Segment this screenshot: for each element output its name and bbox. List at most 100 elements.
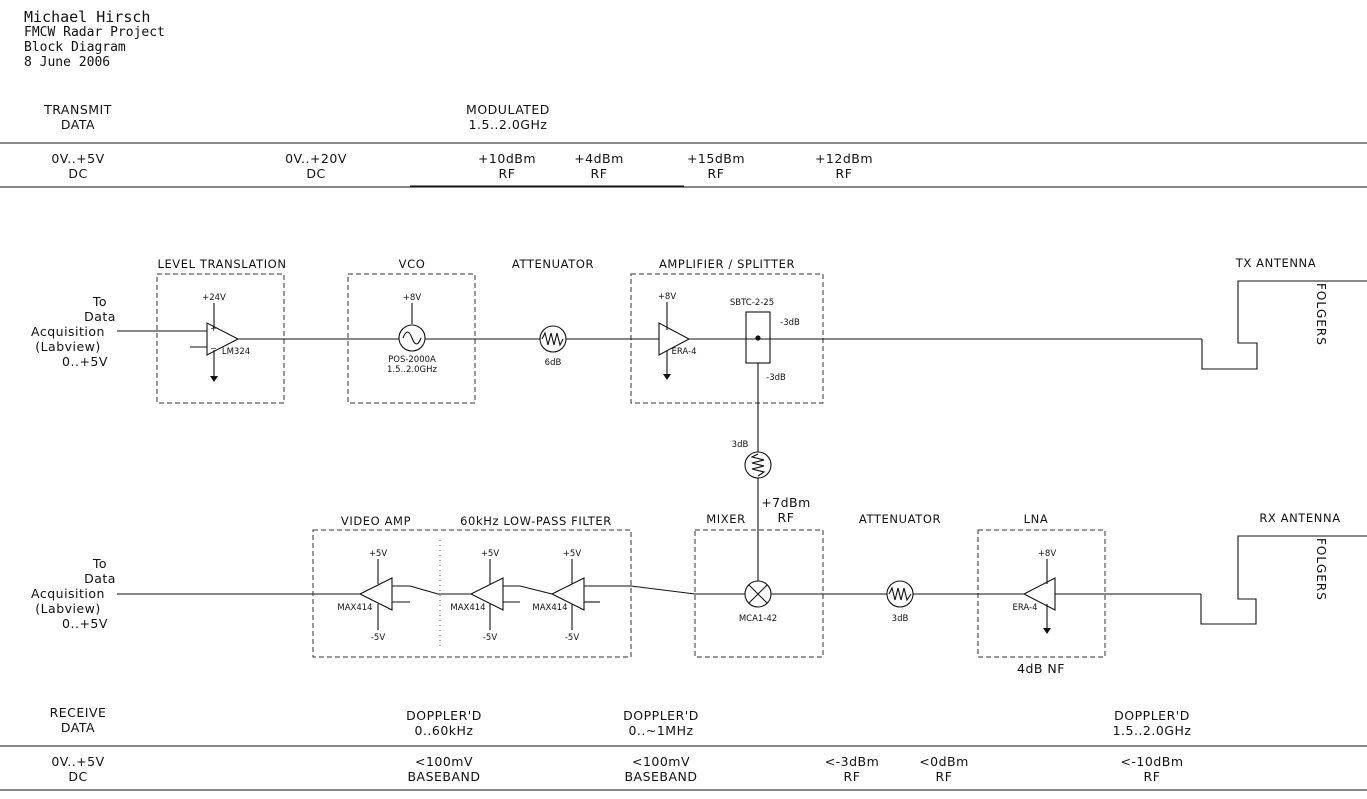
tx-resistor-zigzag-icon	[541, 331, 564, 347]
opamp2-pos-supply: +5V	[481, 549, 500, 559]
level-translation-block: LEVEL TRANSLATION +24V + − LM324	[156, 257, 286, 404]
project-name: FMCW Radar Project	[24, 25, 165, 40]
rx-chain: To Data Acquisition (Labview) 0..+5V VID…	[31, 511, 1367, 676]
top-spec-5-unit: RF	[708, 166, 725, 181]
bottom-spec-2: <100mV	[415, 754, 473, 769]
top-label-modulated: MODULATED	[466, 102, 550, 117]
bottom-spec-5: <0dBm	[919, 754, 969, 769]
level-part-label: LM324	[222, 347, 250, 357]
bottom-label-receive: RECEIVE	[50, 705, 107, 720]
rx-source-line-3: Acquisition	[31, 586, 105, 601]
document-type: Block Diagram	[24, 40, 126, 55]
top-spec-4-unit: RF	[591, 166, 608, 181]
lo-level-unit: RF	[778, 510, 795, 525]
lo-level-label: +7dBm	[761, 495, 811, 510]
opamp2-part-label: MAX414	[450, 603, 485, 613]
tx-source-line-4: (Labview)	[35, 339, 101, 354]
opamp2-neg-supply: -5V	[483, 633, 497, 643]
rx-attenuator-title: ATTENUATOR	[859, 512, 941, 526]
top-spec-6-unit: RF	[836, 166, 853, 181]
rx-source-line-5: 0..+5V	[62, 616, 108, 631]
lna-noise-figure: 4dB NF	[1017, 661, 1065, 676]
video-amp-title: VIDEO AMP	[341, 514, 411, 528]
rx-antenna: RX ANTENNA FOLGERS	[1200, 511, 1367, 625]
lna-supply-label: +8V	[1038, 549, 1057, 559]
opamp-minus-sign: −	[210, 344, 217, 353]
rx-antenna-can-label: FOLGERS	[1314, 538, 1328, 601]
opamp3-neg-supply: -5V	[565, 633, 579, 643]
lo-attenuator-value: 3dB	[732, 440, 749, 450]
opamp1-neg-supply: -5V	[371, 633, 385, 643]
mixer-block: MIXER MCA1-42	[694, 512, 824, 658]
rx-source-label: To Data Acquisition (Labview) 0..+5V	[31, 556, 115, 631]
mixer-title: MIXER	[706, 512, 745, 526]
amp-supply-label: +8V	[658, 292, 677, 302]
mixer-part-label: MCA1-42	[739, 614, 777, 624]
lna-part-label: ERA-4	[1012, 603, 1037, 613]
amp-ground-arrow-icon	[663, 374, 671, 380]
amp-part-label: ERA-4	[671, 347, 696, 357]
top-spec-4: +4dBm	[574, 151, 624, 166]
splitter-out2-label: -3dB	[766, 373, 786, 383]
tx-source-line-3: Acquisition	[31, 324, 105, 339]
opamp1-part-label: MAX414	[337, 603, 372, 613]
wire-stage2-stage3	[519, 585, 553, 595]
top-spec-2: 0V..+20V	[285, 151, 347, 166]
opamp-plus-sign: +	[210, 324, 217, 333]
opamp3-part-label: MAX414	[532, 603, 567, 613]
rx-source-line-1: To	[92, 556, 107, 571]
rx-resistor-zigzag-icon	[888, 586, 912, 602]
top-label-band: 1.5..2.0GHz	[469, 117, 548, 132]
bottom-label-doppler-2-range: 0..~1MHz	[628, 723, 693, 738]
bottom-label-doppler-3: DOPPLER'D	[1114, 708, 1190, 723]
splitter-junction-dot	[755, 335, 761, 341]
lm324-opamp-symbol	[206, 322, 240, 356]
rx-attenuator-value: 3dB	[892, 614, 909, 624]
oscillator-icon	[398, 324, 426, 352]
lna-ground-arrow-icon	[1043, 628, 1051, 634]
lna-title: LNA	[1024, 512, 1049, 526]
tx-antenna-can-label: FOLGERS	[1314, 283, 1328, 346]
tx-source-line-5: 0..+5V	[62, 354, 108, 369]
lo-path: 3dB +7dBm RF	[732, 363, 811, 581]
tx-source-label: To Data Acquisition (Labview) 0..+5V	[31, 294, 115, 369]
sine-wave-icon	[402, 331, 422, 345]
ground-arrow-icon	[210, 376, 218, 382]
vco-range-label: 1.5..2.0GHz	[387, 365, 437, 375]
lowpass-filter-title: 60kHz LOW-PASS FILTER	[460, 514, 612, 528]
amplifier-splitter-block: AMPLIFIER / SPLITTER +8V ERA-4 SBTC-2-25…	[630, 257, 824, 404]
mixer-box	[694, 529, 824, 658]
document-date: 8 June 2006	[24, 55, 110, 70]
author-name: Michael Hirsch	[24, 8, 150, 26]
video-amp-filter-block: VIDEO AMP 60kHz LOW-PASS FILTER +5V MAX4…	[312, 514, 632, 658]
rx-antenna-title: RX ANTENNA	[1259, 511, 1340, 525]
bottom-label-doppler-2: DOPPLER'D	[623, 708, 699, 723]
lo-resistor-zigzag-icon	[750, 453, 766, 477]
opamp1-pos-supply: +5V	[369, 549, 388, 559]
bottom-spec-4-unit: RF	[844, 769, 861, 784]
tx-source-line-1: To	[92, 294, 107, 309]
bottom-spec-3-unit: BASEBAND	[624, 769, 697, 784]
tx-antenna: TX ANTENNA FOLGERS	[1201, 256, 1367, 370]
vco-supply-label: +8V	[403, 293, 422, 303]
top-spec-2-unit: DC	[306, 166, 325, 181]
tx-attenuator-title: ATTENUATOR	[512, 257, 594, 271]
filter-stage-1: +5V MAX414 -5V	[450, 549, 520, 643]
bottom-label-doppler-1: DOPPLER'D	[406, 708, 482, 723]
tx-antenna-feed	[1201, 280, 1367, 370]
opamp3-symbol	[550, 577, 585, 611]
level-supply-label: +24V	[202, 293, 226, 303]
bottom-spec-6: <-10dBm	[1120, 754, 1183, 769]
opamp1-symbol	[358, 577, 393, 611]
bottom-signal-bar: RECEIVE DATA DOPPLER'D 0..60kHz DOPPLER'…	[0, 705, 1367, 791]
bottom-label-doppler-3-range: 1.5..2.0GHz	[1113, 723, 1192, 738]
bottom-spec-6-unit: RF	[1144, 769, 1161, 784]
rx-source-line-4: (Labview)	[35, 601, 101, 616]
video-filter-box	[312, 529, 632, 658]
vco-block: VCO +8V POS-2000A 1.5..2.0GHz	[347, 257, 476, 404]
top-label-transmit: TRANSMIT	[43, 102, 112, 117]
bottom-spec-1-unit: DC	[68, 769, 87, 784]
bottom-spec-4: <-3dBm	[825, 754, 880, 769]
top-spec-5: +15dBm	[687, 151, 745, 166]
